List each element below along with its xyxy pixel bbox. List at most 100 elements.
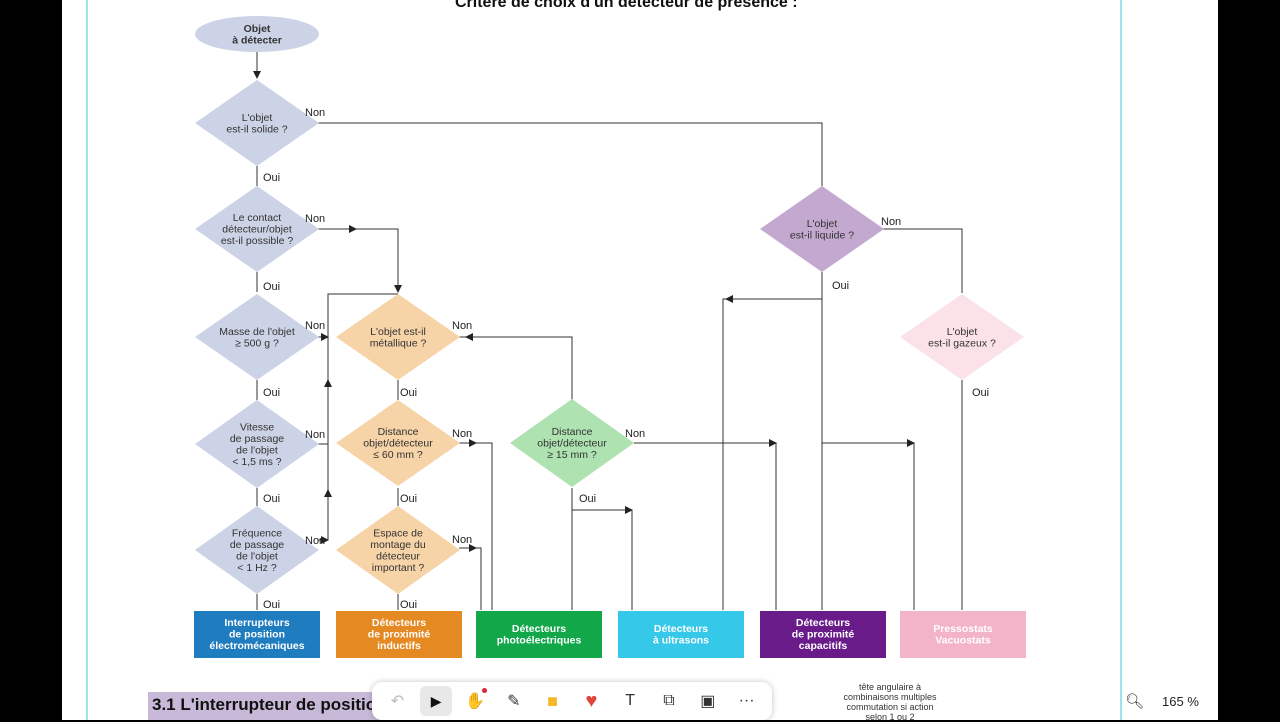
flow-connector [318,228,402,293]
outcome-box-2 [476,611,602,658]
edge-label: Non [625,428,645,440]
flow-connector [722,298,822,610]
edge-label: Oui [400,387,417,399]
edge-label: Non [305,213,325,225]
pen-icon: ✎ [507,693,521,710]
flow-connector [459,442,493,610]
hand-pan-icon: ✋ [465,693,485,710]
flow-connector [459,547,482,610]
zoom-controls: 🔍︎ 165 % [1125,682,1225,720]
frame-icon: ▣ [700,693,716,710]
flow-connector [880,228,963,293]
edge-label: Oui [972,387,989,399]
outcome-box-4 [760,611,886,658]
snippet-line: tête angulaire à [858,682,922,692]
edge-label: Oui [263,281,280,293]
page-title: Critère de choix d'un détecteur de prése… [455,0,798,11]
outcome-box-5 [900,611,1026,658]
decision-frequency [195,506,319,594]
annotation-toolbar: ↶ ▶ ✋ ✎ ■ ♥ T ⧉ ▣ ··· [372,682,772,720]
edge-label: Oui [400,493,417,505]
decision-gaseous [900,294,1024,380]
edge-label: Non [452,534,472,546]
edge-label: Oui [400,599,417,611]
edge-label: Non [452,320,472,332]
decision-mass-label: Masse de l'objet≥ 500 g ? [219,326,295,350]
frame-button[interactable]: ▣ [692,686,724,716]
decision-distance60 [336,400,460,486]
decision-liquid [760,186,884,272]
more-options-icon: ··· [738,692,755,709]
heart-reaction-button[interactable]: ♥ [575,686,607,716]
edge-label: Non [305,535,325,547]
hand-pan-button[interactable]: ✋ [459,686,491,716]
flow-connector [318,122,823,186]
decision-contact [195,186,319,272]
edge-label: Oui [263,172,280,184]
snippet-line: commutation si action [846,702,934,712]
flow-connector [822,442,915,610]
page-left-border [86,0,88,720]
sticky-note-button[interactable]: ■ [537,686,569,716]
flow-connector [327,293,398,540]
select-pointer-button[interactable]: ▶ [420,686,453,716]
text-tool-icon: T [625,692,636,709]
decision-speed [195,400,319,488]
decision-solid [195,80,319,166]
snippet-line: selon 1 ou 2 [865,712,915,722]
edge-label: Oui [832,280,849,292]
page-right-border [1120,0,1122,720]
edge-label: Non [881,216,901,228]
edge-label: Non [452,428,472,440]
decision-mass [195,294,319,380]
shapes-button[interactable]: ⧉ [653,686,685,716]
outcome-box-1 [336,611,462,658]
snippet-line: combinaisons multiples [843,692,937,702]
outcome-box-0 [194,611,320,658]
text-tool-button[interactable]: T [614,686,646,716]
edge-label: Oui [263,387,280,399]
decision-metallic [336,294,460,380]
pen-button[interactable]: ✎ [498,686,530,716]
undo-button[interactable]: ↶ [381,686,413,716]
edge-label: Non [305,320,325,332]
notification-dot [481,688,487,693]
edge-label: Oui [579,493,596,505]
more-options-button[interactable]: ··· [731,686,763,716]
undo-icon: ↶ [390,693,405,710]
start-node [195,16,319,52]
edge-label: Oui [263,493,280,505]
edge-label: Non [305,429,325,441]
shapes-icon: ⧉ [663,692,675,709]
decision-distance15 [510,399,634,487]
zoom-out-icon[interactable]: 🔍︎ [1125,693,1145,710]
sticky-note-icon: ■ [547,690,559,711]
decision-mounting [336,506,460,594]
zoom-level[interactable]: 165 % [1162,693,1199,709]
flow-connector [459,336,573,400]
outcome-box-3 [618,611,744,658]
edge-label: Non [305,107,325,119]
flow-connector [634,442,777,610]
edge-label: Oui [263,599,280,611]
select-pointer-icon: ▶ [430,692,442,709]
